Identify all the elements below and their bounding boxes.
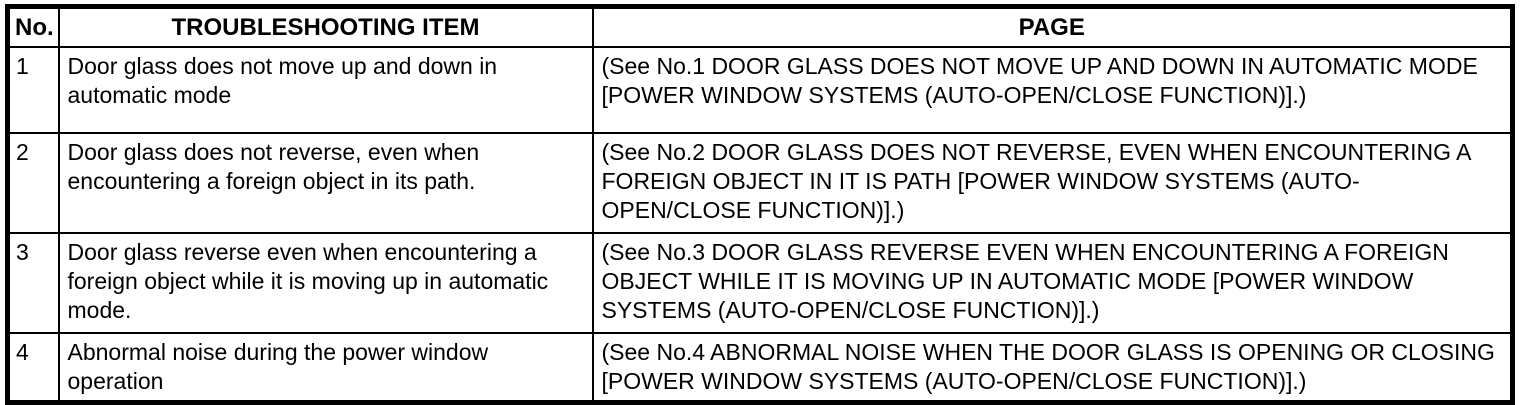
table-row: 3 Door glass reverse even when encounter… — [6, 232, 1514, 334]
cell-troubleshooting-item: Abnormal noise during the power window o… — [57, 332, 594, 404]
cell-page-reference: (See No.2 DOOR GLASS DOES NOT REVERSE, E… — [591, 132, 1514, 234]
cell-page-reference: (See No.3 DOOR GLASS REVERSE EVEN WHEN E… — [591, 232, 1514, 334]
column-header-no: No. — [6, 5, 60, 48]
table-row: 4 Abnormal noise during the power window… — [6, 332, 1514, 404]
table-header-row: No. TROUBLESHOOTING ITEM PAGE — [6, 5, 1514, 48]
table-row: 2 Door glass does not reverse, even when… — [6, 132, 1514, 234]
table-row: 1 Door glass does not move up and down i… — [6, 46, 1514, 134]
column-header-troubleshooting-item: TROUBLESHOOTING ITEM — [57, 5, 594, 48]
cell-page-reference: (See No.1 DOOR GLASS DOES NOT MOVE UP AN… — [591, 46, 1514, 134]
cell-row-number: 1 — [6, 46, 60, 134]
cell-row-number: 2 — [6, 132, 60, 234]
cell-page-reference: (See No.4 ABNORMAL NOISE WHEN THE DOOR G… — [591, 332, 1514, 404]
cell-troubleshooting-item: Door glass does not move up and down in … — [57, 46, 594, 134]
cell-troubleshooting-item: Door glass does not reverse, even when e… — [57, 132, 594, 234]
cell-row-number: 3 — [6, 232, 60, 334]
cell-row-number: 4 — [6, 332, 60, 404]
cell-troubleshooting-item: Door glass reverse even when encounterin… — [57, 232, 594, 334]
troubleshooting-index-table: No. TROUBLESHOOTING ITEM PAGE 1 Door gla… — [5, 4, 1515, 405]
column-header-page: PAGE — [591, 5, 1514, 48]
